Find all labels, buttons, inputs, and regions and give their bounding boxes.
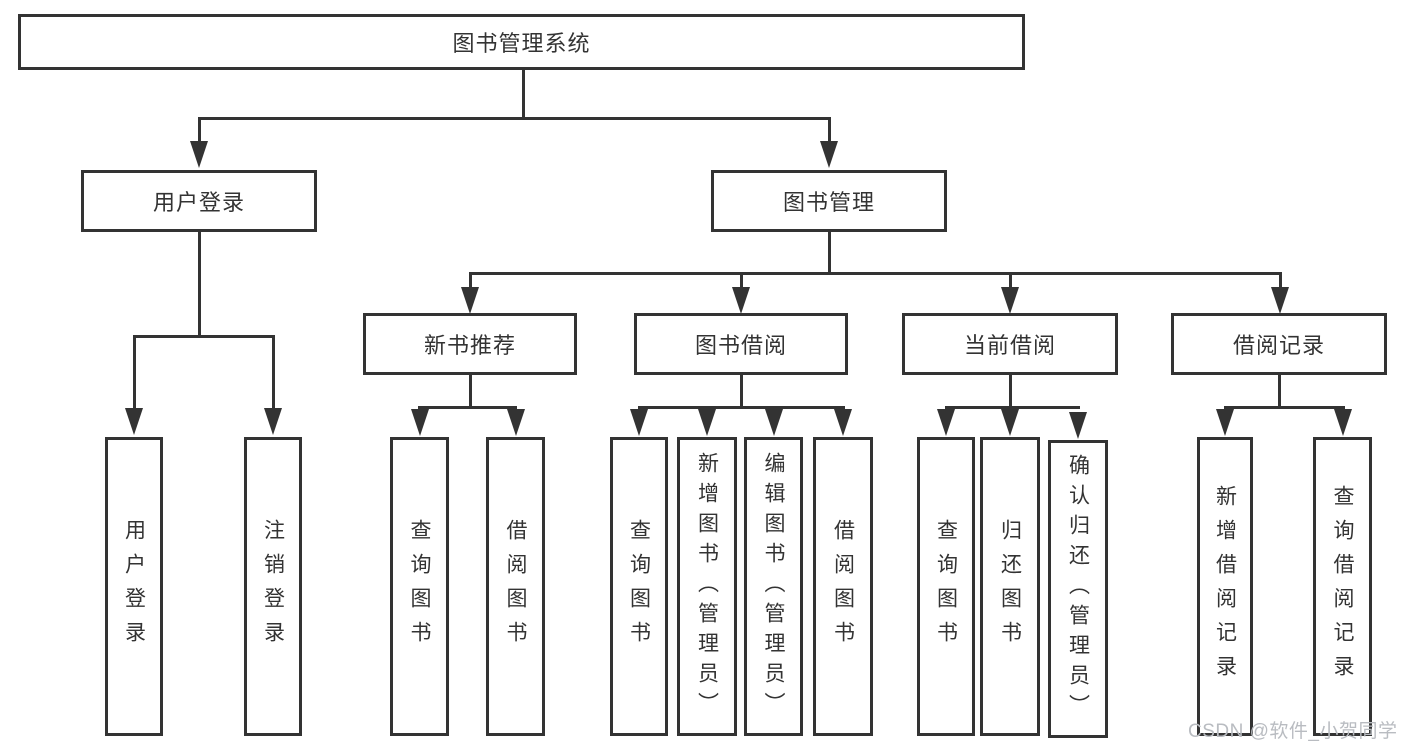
connector-book-management-stem [827, 232, 831, 275]
arrow-down-to-leaf-logout-icon [264, 408, 282, 435]
connector-current-borrowing-horizontal [944, 406, 1080, 409]
leaf-borrow-books-borrowing: 借阅图书 [813, 437, 873, 736]
connector-drop-user-login [197, 117, 201, 147]
arrow-down-to-confirm-return-admin-icon [1069, 412, 1087, 439]
arrow-down-to-query-books-borrowing-icon [630, 409, 648, 436]
node-book-borrowing: 图书借阅 [634, 313, 848, 375]
leaf-query-books-borrowing: 查询图书 [610, 437, 668, 736]
leaf-label: 注销登录 [261, 518, 285, 655]
leaf-label: 新增借阅记录 [1213, 484, 1237, 689]
connector-book-borrowing-horizontal [637, 406, 845, 409]
leaf-add-borrow-record: 新增借阅记录 [1197, 437, 1253, 736]
connector-root-stem [521, 70, 525, 120]
connector-user-login-stem [197, 232, 201, 338]
arrow-down-to-book-management-icon [820, 141, 838, 168]
node-new-book-recommendation: 新书推荐 [363, 313, 577, 375]
node-current-borrowing: 当前借阅 [902, 313, 1118, 375]
leaf-label: 归还图书 [998, 518, 1022, 655]
leaf-query-books-current: 查询图书 [917, 437, 975, 736]
arrow-down-to-query-borrow-record-icon [1333, 409, 1352, 436]
connector-drop-borrowing-records [1278, 272, 1282, 290]
arrow-down-to-current-borrowing-icon [1001, 287, 1019, 314]
leaf-logout: 注销登录 [244, 437, 302, 736]
leaf-label: 确认归还（管理员） [1066, 454, 1090, 724]
leaf-borrow-books-recommend: 借阅图书 [486, 437, 545, 736]
leaf-confirm-return-admin: 确认归还（管理员） [1048, 440, 1108, 738]
leaf-user-login: 用户登录 [105, 437, 163, 736]
arrow-down-to-return-book-icon [1001, 409, 1019, 436]
arrow-down-to-borrow-books-borrowing-icon [834, 409, 852, 436]
leaf-label: 查询借阅记录 [1331, 484, 1354, 689]
leaf-label: 查询图书 [934, 518, 958, 655]
connector-book-borrowing-stem [739, 375, 743, 409]
leaf-query-borrow-record: 查询借阅记录 [1313, 437, 1372, 736]
leaf-query-books-recommend: 查询图书 [390, 437, 449, 736]
node-label: 用户登录 [152, 190, 245, 215]
leaf-return-book: 归还图书 [980, 437, 1040, 736]
arrow-down-to-user-login-icon [190, 141, 208, 168]
leaf-label: 编辑图书（管理员） [762, 451, 785, 722]
csdn-watermark: CSDN @软件_小贺同学 [1188, 721, 1398, 742]
connector-new-book-horizontal [418, 406, 517, 409]
node-library-management-system: 图书管理系统 [18, 14, 1025, 70]
node-label: 图书管理 [782, 190, 875, 215]
node-label: 借阅记录 [1232, 333, 1325, 358]
node-label: 图书借阅 [694, 333, 787, 358]
node-label: 新书推荐 [423, 333, 516, 358]
connector-drop-leaf-logout [271, 335, 275, 413]
arrow-down-to-add-book-admin-icon [698, 409, 716, 436]
connector-drop-book-management [827, 117, 831, 147]
connector-drop-book-borrowing [739, 272, 743, 290]
connector-drop-new-book [468, 272, 472, 290]
arrow-down-to-query-books-recommend-icon [410, 409, 429, 436]
leaf-label: 借阅图书 [831, 518, 855, 655]
leaf-add-book-admin: 新增图书（管理员） [677, 437, 737, 736]
arrow-down-to-add-borrow-record-icon [1216, 409, 1234, 436]
leaf-label: 借阅图书 [504, 518, 527, 655]
arrow-down-to-new-book-icon [461, 287, 479, 314]
arrow-down-to-borrow-books-recommend-icon [506, 409, 525, 436]
node-user-login: 用户登录 [81, 170, 317, 232]
leaf-label: 新增图书（管理员） [695, 451, 719, 722]
leaf-label: 查询图书 [408, 518, 431, 655]
connector-root-horizontal [197, 117, 831, 120]
node-label: 图书管理系统 [452, 31, 591, 56]
leaf-label: 查询图书 [627, 518, 651, 655]
arrow-down-to-borrowing-records-icon [1271, 287, 1289, 314]
connector-borrowing-records-horizontal [1223, 406, 1345, 409]
connector-book-management-horizontal [468, 272, 1282, 275]
arrow-down-to-book-borrowing-icon [732, 287, 750, 314]
node-book-management: 图书管理 [711, 170, 947, 232]
connector-drop-leaf-user-login [132, 335, 136, 413]
arrow-down-to-edit-book-admin-icon [764, 409, 783, 436]
connector-borrowing-records-stem [1278, 375, 1281, 409]
node-label: 当前借阅 [963, 333, 1056, 358]
connector-user-login-horizontal [132, 335, 275, 338]
leaf-label: 用户登录 [122, 518, 146, 655]
node-borrowing-records: 借阅记录 [1171, 313, 1387, 375]
arrow-down-to-leaf-user-login-icon [125, 408, 143, 435]
leaf-edit-book-admin: 编辑图书（管理员） [744, 437, 803, 736]
connector-current-borrowing-stem [1008, 375, 1012, 409]
arrow-down-to-query-books-current-icon [937, 409, 955, 436]
connector-drop-current-borrowing [1008, 272, 1012, 290]
connector-new-book-stem [468, 375, 472, 409]
